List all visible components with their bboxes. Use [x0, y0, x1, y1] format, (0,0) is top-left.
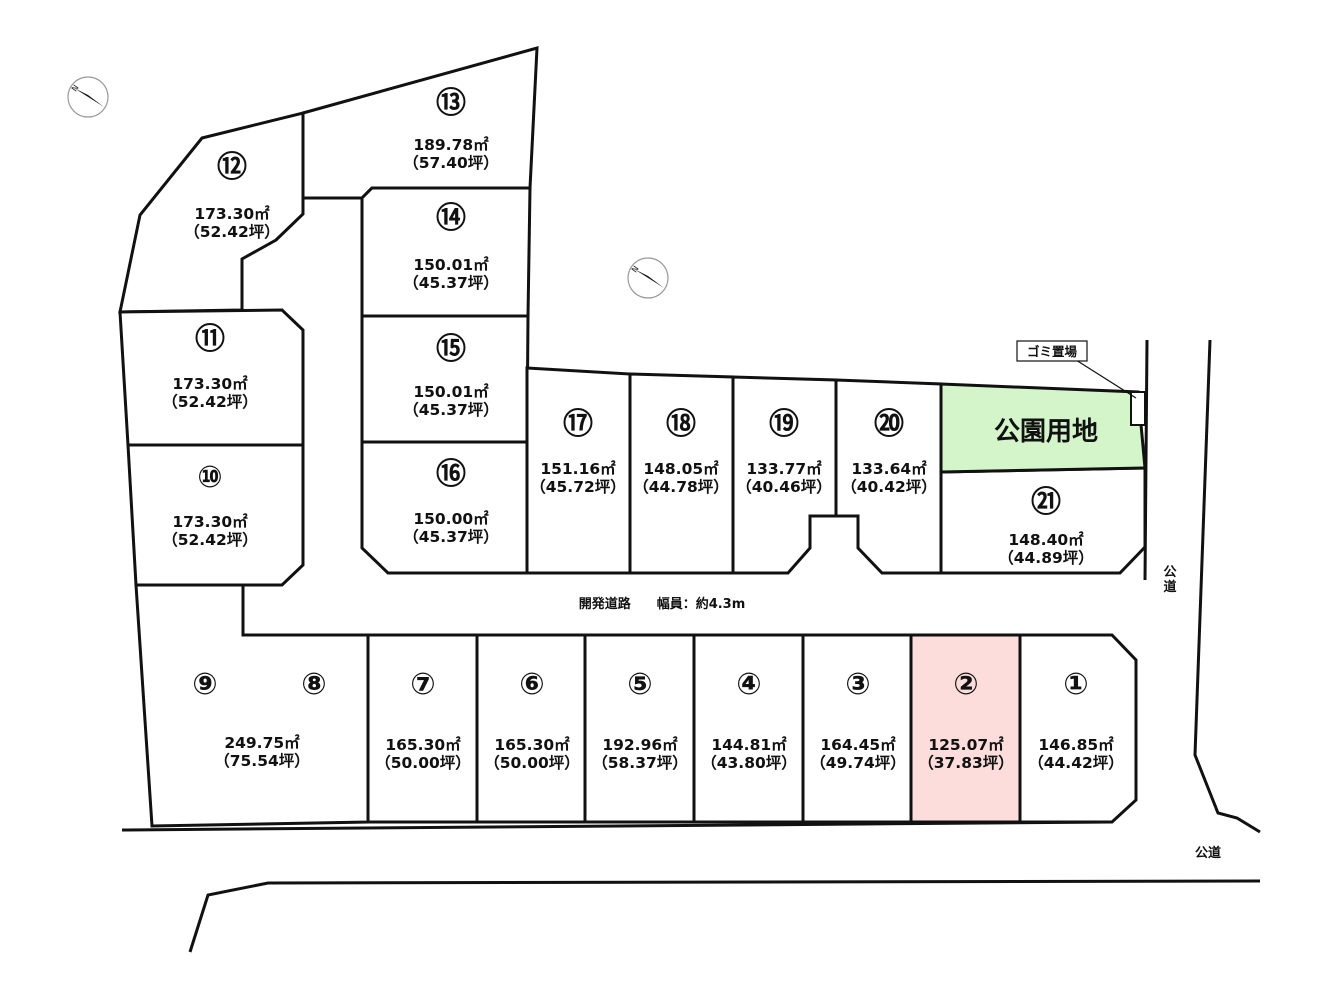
lot-number: ⑮ — [436, 332, 466, 367]
lot-tsubo: （58.37坪） — [592, 754, 688, 772]
lot-area: 144.81㎡ — [711, 735, 787, 754]
lot-tsubo: （52.42坪） — [162, 531, 258, 549]
lot-area: 165.30㎡ — [494, 735, 570, 754]
lot-number: ⑩ — [197, 460, 222, 495]
lot-area: 151.16㎡ — [540, 459, 616, 478]
lot-16[interactable] — [360, 440, 529, 575]
lot-number: ⑰ — [563, 407, 593, 442]
lot-11[interactable] — [118, 308, 305, 447]
lot-tsubo: （45.37坪） — [403, 528, 499, 546]
lot-1[interactable] — [1018, 633, 1138, 824]
lot-number: ⑨ — [192, 667, 217, 702]
lot-tsubo: （45.37坪） — [403, 401, 499, 419]
lot-4[interactable] — [692, 633, 805, 824]
compass-letter: N — [630, 264, 641, 274]
public-road-label-bottom: 公道 — [1195, 845, 1221, 861]
garbage-box — [1130, 391, 1146, 426]
lot-7[interactable] — [366, 633, 479, 824]
lot-tsubo: （57.40坪） — [403, 154, 499, 172]
lot-tsubo: （75.54坪） — [214, 752, 310, 770]
lot-tsubo: （40.42坪） — [841, 478, 937, 496]
lot-tsubo: （44.89坪） — [998, 549, 1094, 567]
lot-2[interactable] — [909, 633, 1022, 824]
lot-area: 164.45㎡ — [820, 735, 896, 754]
lot-tsubo: （49.74坪） — [810, 754, 906, 772]
public-road-label-right: 公道 — [1163, 565, 1176, 595]
lot-area: 133.64㎡ — [851, 459, 927, 478]
lot-number: ⑦ — [410, 667, 435, 702]
lot-area: 133.77㎡ — [746, 459, 822, 478]
lot-tsubo: （45.37坪） — [403, 274, 499, 292]
lot-number: ⑲ — [769, 407, 799, 442]
garbage-leader-line — [1075, 359, 1137, 399]
lot-number: ⑤ — [627, 667, 652, 702]
lot-area: 146.85㎡ — [1038, 735, 1114, 754]
lot-area: 125.07㎡ — [928, 735, 1004, 754]
park-label: 公園用地 — [994, 417, 1098, 447]
lot-10[interactable] — [126, 443, 305, 587]
lot-number: ④ — [736, 667, 761, 702]
lot-number: ⑪ — [195, 322, 225, 357]
lot-tsubo: （45.72坪） — [530, 478, 626, 496]
garbage-label-box — [1016, 340, 1088, 362]
lot-area: 249.75㎡ — [224, 733, 300, 752]
compass-icon: N — [67, 76, 109, 118]
lot-area: 189.78㎡ — [413, 135, 489, 154]
lot-number: ② — [953, 667, 978, 702]
park-area[interactable] — [939, 382, 1147, 474]
lot-number: ⑫ — [217, 150, 247, 185]
dev-road-label: 開発道路 幅員：約4.3m — [579, 596, 746, 612]
lot-area: 165.30㎡ — [385, 735, 461, 754]
lot-area: 150.00㎡ — [413, 509, 489, 528]
lot-3[interactable] — [801, 633, 913, 824]
lot-area: 173.30㎡ — [194, 204, 270, 223]
lot-number: ㉑ — [1031, 485, 1061, 520]
lot-area: 173.30㎡ — [172, 374, 248, 393]
lot-number: ⑯ — [436, 457, 466, 492]
lot-area: 148.40㎡ — [1008, 530, 1084, 549]
lot-5[interactable] — [583, 633, 696, 824]
lot-number: ⑥ — [519, 667, 544, 702]
lot-area: 173.30㎡ — [172, 512, 248, 531]
compass-icon: N — [627, 257, 669, 299]
lot-number: ⑱ — [666, 407, 696, 442]
lot-tsubo: （44.78坪） — [633, 478, 729, 496]
lot-tsubo: （37.83坪） — [918, 754, 1014, 772]
lot-tsubo: （50.00坪） — [375, 754, 471, 772]
lot-tsubo: （43.80坪） — [701, 754, 797, 772]
lot-number: ⑬ — [436, 86, 466, 121]
lot-8-9[interactable] — [134, 583, 370, 828]
lot-area: 150.01㎡ — [413, 382, 489, 401]
lot-number: ⑳ — [874, 407, 904, 442]
lot-number: ⑭ — [436, 201, 466, 236]
lot-area: 150.01㎡ — [413, 255, 489, 274]
lot-area: 148.05㎡ — [643, 459, 719, 478]
lot-tsubo: （40.46坪） — [736, 478, 832, 496]
lot-6[interactable] — [475, 633, 587, 824]
lot-tsubo: （52.42坪） — [162, 393, 258, 411]
lot-tsubo: （50.00坪） — [484, 754, 580, 772]
lot-13[interactable] — [301, 45, 539, 200]
lot-number: ① — [1063, 667, 1088, 702]
lot-number: ③ — [845, 667, 870, 702]
garbage-label: ゴミ置場 — [1027, 344, 1078, 359]
compass-letter: N — [70, 83, 81, 93]
lot-tsubo: （52.42坪） — [184, 223, 280, 241]
lot-number: ⑧ — [301, 667, 326, 702]
lot-labels: ⑬ 189.78㎡ （57.40坪） ⑫ 173.30㎡ （52.42坪） ⑭ … — [162, 86, 1124, 772]
lot-tsubo: （44.42坪） — [1028, 754, 1124, 772]
lot-area: 192.96㎡ — [602, 735, 678, 754]
